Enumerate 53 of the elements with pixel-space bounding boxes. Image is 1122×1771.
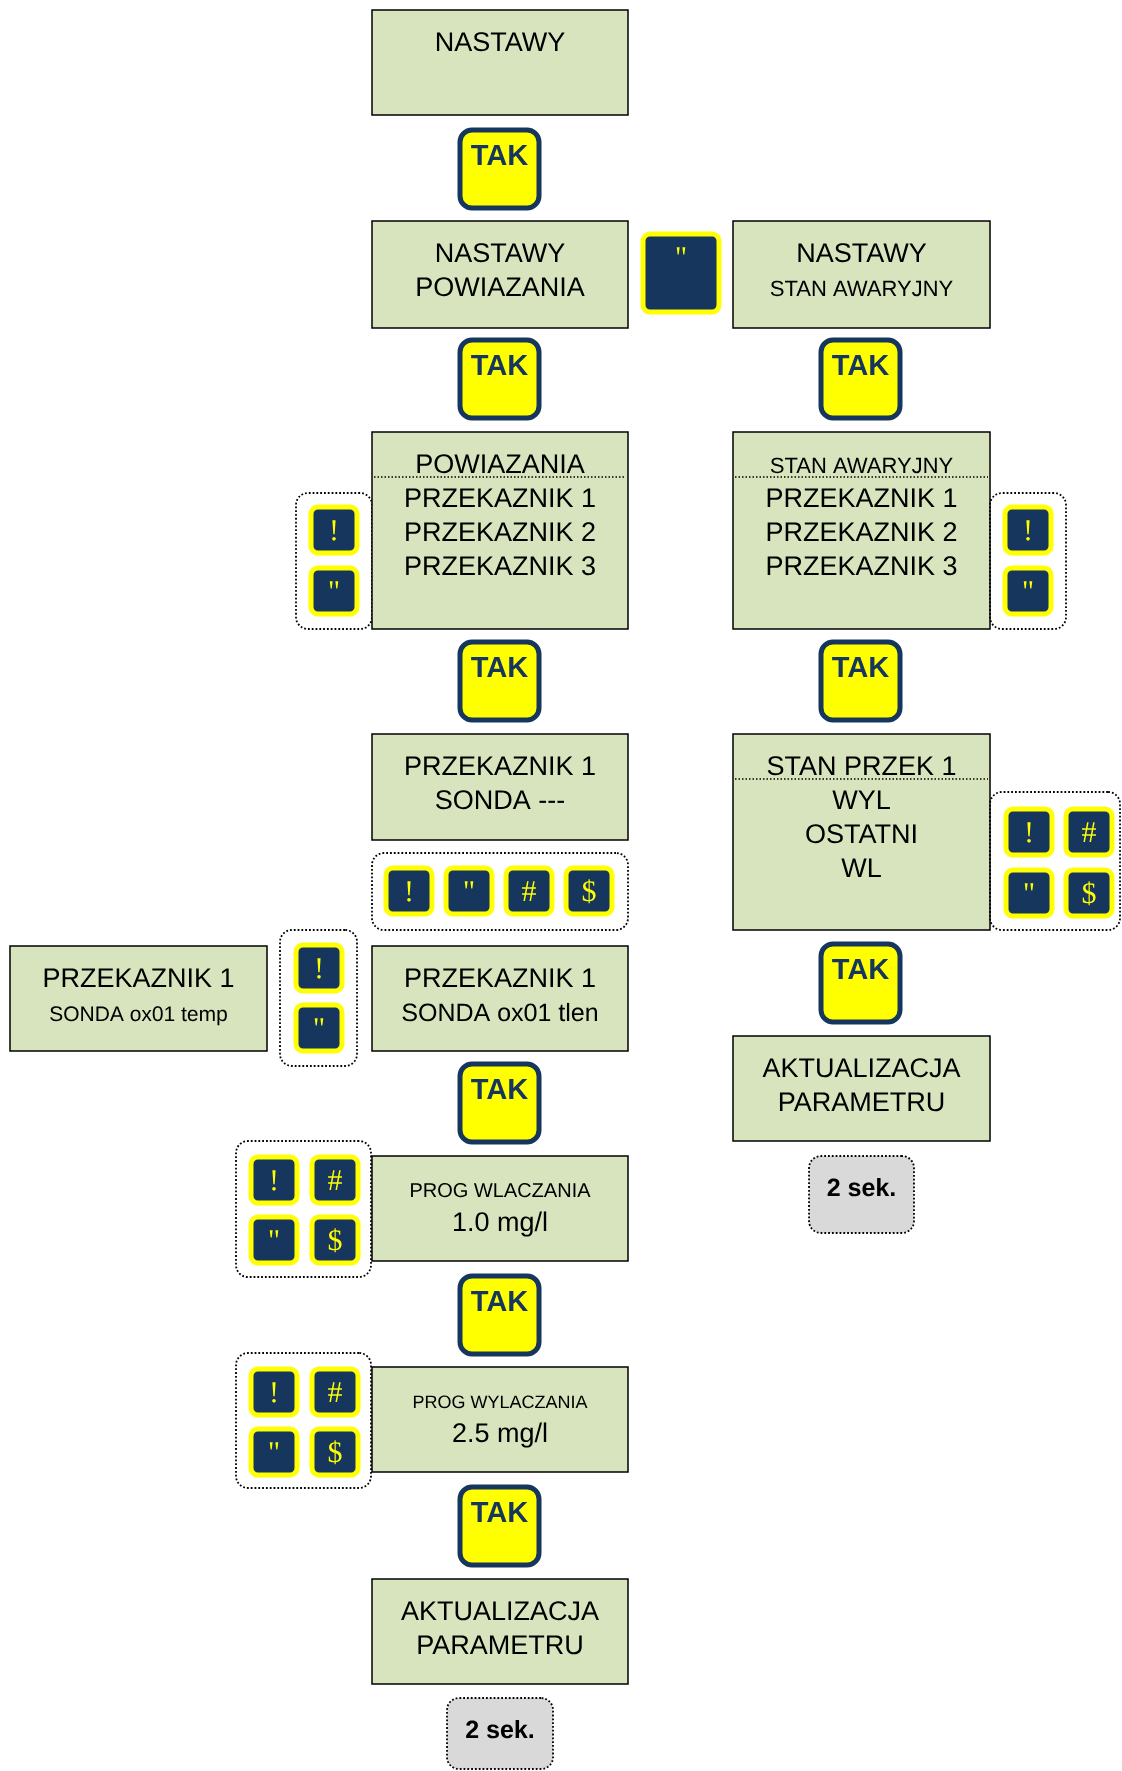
- button-group: [235, 1140, 372, 1278]
- key-button: !: [1002, 504, 1054, 556]
- lcd-screen: PROG WLACZANIA 1.0 mg/l: [371, 1155, 629, 1262]
- confirm-button: TAK: [818, 941, 903, 1025]
- key-button: #: [1063, 806, 1115, 858]
- key-button: $: [1063, 867, 1115, 919]
- timer-badge: 2 sek.: [808, 1155, 915, 1234]
- key-button: ": [293, 1002, 345, 1054]
- key-button: ": [1003, 867, 1055, 919]
- key-button: ": [248, 1214, 300, 1266]
- button-group: [989, 492, 1067, 630]
- lcd-screen: PROG WYLACZANIA 2.5 mg/l: [371, 1366, 629, 1473]
- confirm-button: TAK: [457, 639, 542, 723]
- timer-badge: 2 sek.: [446, 1697, 554, 1770]
- lcd-screen: PRZEKAZNIK 1 SONDA ox01 temp: [9, 945, 268, 1052]
- key-button: !: [248, 1366, 300, 1418]
- button-group: [371, 852, 629, 931]
- confirm-button: TAK: [818, 337, 903, 421]
- confirm-button: TAK: [457, 337, 542, 421]
- key-button: !: [1003, 806, 1055, 858]
- confirm-button: TAK: [457, 1273, 542, 1357]
- key-button: $: [563, 865, 615, 917]
- key-button: ": [308, 565, 360, 617]
- key-button: !: [308, 504, 360, 556]
- lcd-screen: STAN PRZEK 1 WYL OSTATNI WL: [732, 733, 991, 931]
- lcd-screen: NASTAWY POWIAZANIA: [371, 220, 629, 329]
- button-group: [989, 791, 1121, 931]
- key-button: ": [443, 865, 495, 917]
- key-button: ": [1002, 565, 1054, 617]
- confirm-button: TAK: [457, 1061, 542, 1145]
- confirm-button: TAK: [457, 127, 542, 211]
- lcd-screen: AKTUALIZACJA PARAMETRU: [371, 1578, 629, 1685]
- lcd-screen: PRZEKAZNIK 1 SONDA ---: [371, 733, 629, 841]
- lcd-screen: NASTAWY: [371, 9, 629, 116]
- key-button: $: [309, 1214, 361, 1266]
- button-group: [279, 929, 358, 1067]
- key-button: !: [383, 865, 435, 917]
- key-button: !: [248, 1154, 300, 1206]
- button-group: [235, 1352, 372, 1489]
- key-button: !: [293, 942, 345, 994]
- key-button: $: [309, 1426, 361, 1478]
- lcd-screen: PRZEKAZNIK 1 SONDA ox01 tlen: [371, 945, 629, 1052]
- key-button: #: [309, 1366, 361, 1418]
- confirm-button: TAK: [818, 639, 903, 723]
- lcd-screen: NASTAWY STAN AWARYJNY: [732, 220, 991, 329]
- key-button: #: [309, 1154, 361, 1206]
- lcd-screen: AKTUALIZACJA PARAMETRU: [732, 1035, 991, 1142]
- key-button: ": [248, 1426, 300, 1478]
- confirm-button: TAK: [457, 1484, 542, 1568]
- key-button: ": [640, 231, 722, 315]
- lcd-screen: STAN AWARYJNY PRZEKAZNIK 1 PRZEKAZNIK 2 PRZEKAZNIK 3: [732, 431, 991, 630]
- lcd-screen: POWIAZANIA PRZEKAZNIK 1 PRZEKAZNIK 2 PRZEKAZNIK 3: [371, 431, 629, 630]
- key-button: #: [503, 865, 555, 917]
